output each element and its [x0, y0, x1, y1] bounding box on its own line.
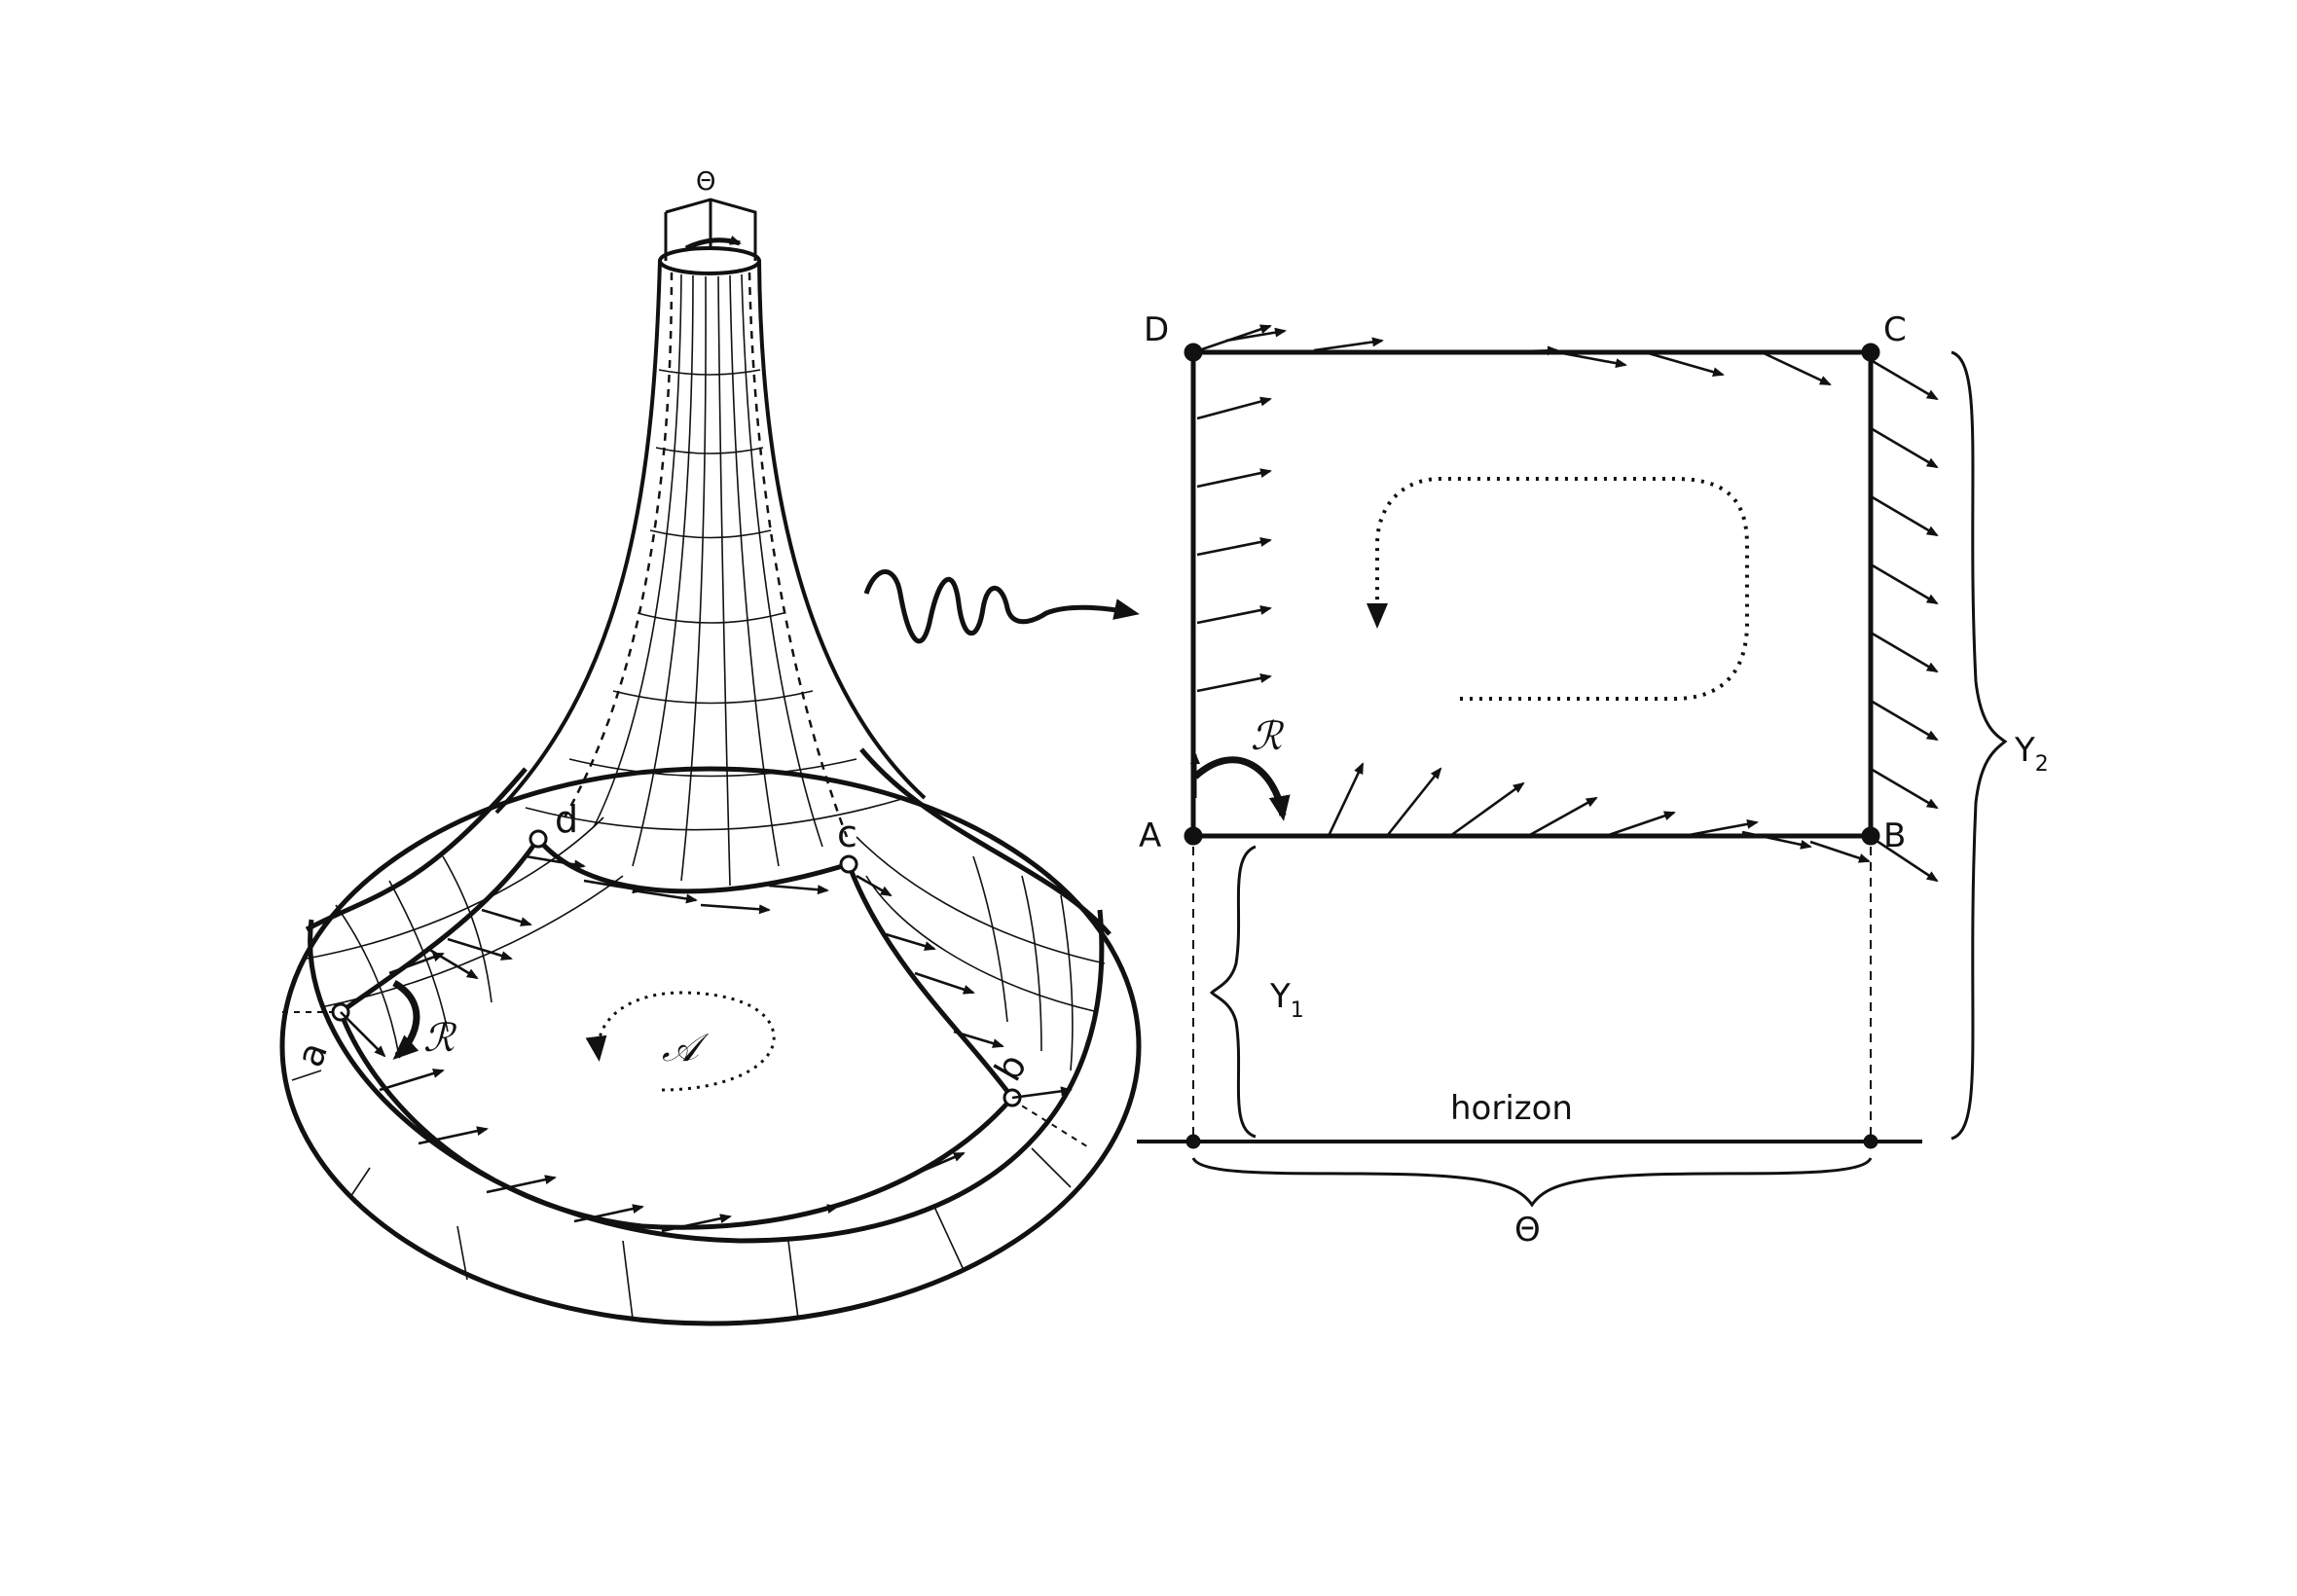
top-edge-vectors [1192, 324, 1832, 386]
brim-outer-ellipse [279, 766, 1142, 1326]
left-rotation-label: ℛ [423, 1016, 457, 1061]
left-edge-vectors [1196, 396, 1272, 693]
right-rotation-label: ℛ [1251, 714, 1285, 759]
throat-left-profile [494, 260, 662, 815]
horizon-dot-left [1185, 1134, 1201, 1149]
brace-y2 [1951, 350, 2008, 1141]
bottom-edge-vectors [1327, 762, 1871, 863]
rectangle-panel [1137, 324, 2008, 1208]
left-corner-d-label: d [555, 798, 578, 841]
corner-c-point [839, 854, 858, 874]
corner-C-label: C [1883, 310, 1907, 349]
throat-grid [525, 273, 906, 887]
left-area-label: 𝒜 [662, 1026, 710, 1070]
brim-dashed-right [1011, 1099, 1091, 1149]
loop-top-dc [536, 837, 850, 894]
loop-side-cb [846, 863, 1015, 1100]
corner-d-point [529, 829, 548, 849]
corner-A-dot [1184, 826, 1203, 846]
hidden-line-right [747, 272, 849, 838]
circulation-loop-right [1367, 477, 1749, 701]
left-corner-c-label: c [837, 813, 857, 855]
y2-label: Y2 [2014, 731, 2049, 777]
left-corner-a-label: a [288, 1036, 336, 1072]
loop-side-da [339, 837, 541, 1015]
rectangle-abcd [1190, 349, 1874, 839]
horizon-label: horizon [1450, 1089, 1573, 1128]
brace-y1 [1209, 845, 1257, 1139]
right-edge-vectors [1870, 358, 1939, 883]
tube-top-rim [658, 246, 761, 275]
left-theta-label: Θ [696, 167, 715, 197]
transformation-squiggle-arrow [863, 569, 1140, 644]
corner-D-label: D [1144, 310, 1169, 349]
brim-back-right [859, 747, 1112, 936]
theta-label: Θ [1514, 1211, 1541, 1250]
brim-inner-ring [308, 909, 1105, 1244]
brim-back-left [305, 767, 528, 932]
left-vectors [340, 854, 1073, 1233]
brace-theta [1191, 1157, 1873, 1208]
corner-B-label: B [1883, 816, 1906, 855]
rotation-arc-left [392, 979, 420, 1061]
top-frame-arrow [684, 236, 742, 251]
rotation-arc-right [1192, 756, 1291, 821]
y1-label: Y1 [1269, 977, 1304, 1023]
hidden-line-left [563, 272, 674, 818]
throat-right-profile [757, 260, 927, 800]
corner-C-dot [1861, 343, 1880, 362]
horizon-dot-right [1863, 1134, 1878, 1149]
left-corner-b-label: b [986, 1046, 1035, 1088]
trumpet-surface [279, 198, 1142, 1326]
corner-A-label: A [1139, 816, 1161, 855]
circulation-loop-left [585, 991, 776, 1092]
